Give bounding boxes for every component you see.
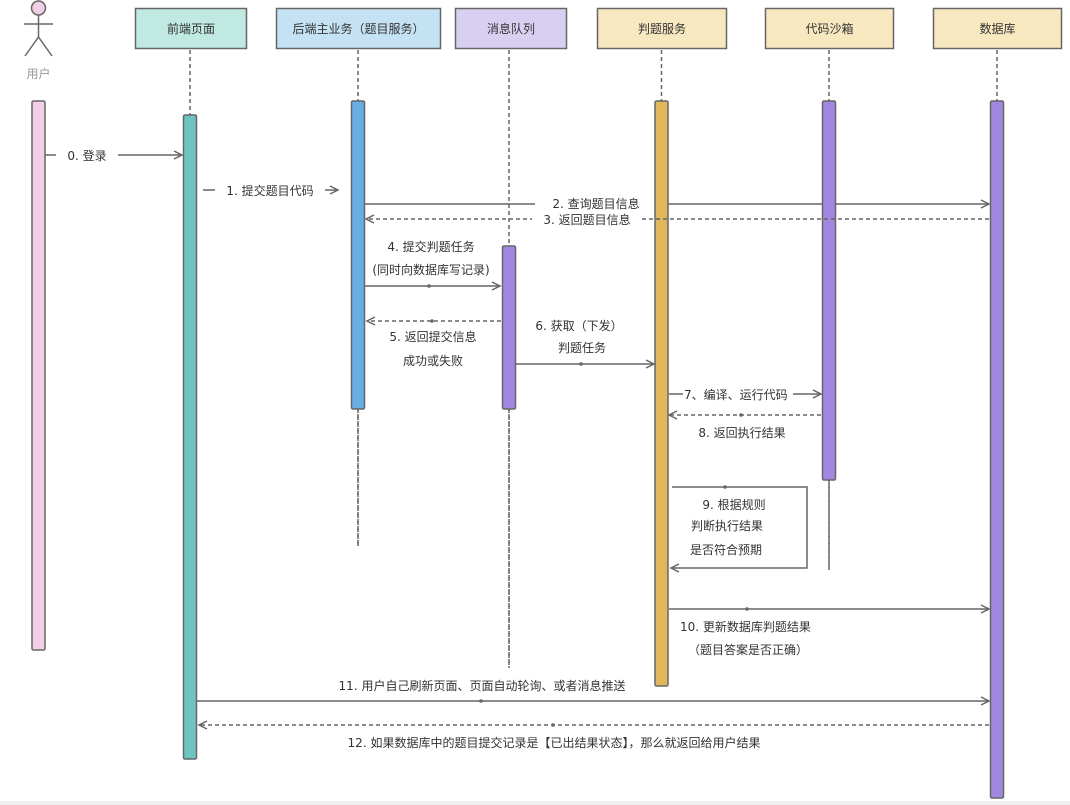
message-m11-labels: 11. 用户自己刷新页面、页面自动轮询、或者消息推送 <box>339 678 626 693</box>
participant-frontend: 前端页面 <box>134 7 248 50</box>
activation-bar-judge <box>654 100 669 687</box>
activation-bar-sandbox <box>821 100 837 481</box>
message-m3: 3. 返回题目信息 <box>364 212 989 227</box>
actor-leg-right <box>37 36 53 57</box>
waypoint-dot <box>723 485 727 489</box>
message-label: 判断执行结果 <box>691 518 763 533</box>
bottom-strip <box>0 801 1070 805</box>
arrowhead-icon <box>197 720 208 730</box>
message-m4 <box>365 281 502 291</box>
participant-box <box>932 7 1063 50</box>
message-label: (同时向数据库写记录) <box>372 262 489 277</box>
participant-box <box>596 7 728 50</box>
waypoint-dot <box>745 607 749 611</box>
waypoint-dot <box>551 723 555 727</box>
arrowhead-icon <box>645 359 656 369</box>
participant-label: 前端页面 <box>167 21 215 36</box>
arrowhead-icon <box>980 604 991 614</box>
message-label: 11. 用户自己刷新页面、页面自动轮询、或者消息推送 <box>339 678 626 693</box>
arrowhead-icon <box>365 316 376 326</box>
activation-bar-frontend <box>182 114 198 760</box>
message-label: 判题任务 <box>558 340 606 355</box>
participant-label: 后端主业务（题目服务） <box>292 21 424 36</box>
message-m1: 1. 提交题目代码 <box>203 183 340 198</box>
message-label: 10. 更新数据库判题结果 <box>680 619 811 634</box>
message-m6 <box>516 359 656 369</box>
message-m8-labels: 8. 返回执行结果 <box>698 426 785 440</box>
arrowhead-icon <box>173 150 184 160</box>
arrowhead-icon <box>669 563 680 573</box>
message-m2: 2. 查询题目信息 <box>365 196 991 211</box>
arrowhead-icon <box>980 696 991 706</box>
arrowhead-icon <box>364 214 375 224</box>
actor-leg-left <box>24 36 40 57</box>
message-m0: 0. 登录 <box>45 148 184 163</box>
participant-box <box>764 7 895 50</box>
message-m5 <box>365 316 501 326</box>
message-label: 3. 返回题目信息 <box>543 212 630 227</box>
participant-label: 判题服务 <box>638 21 686 36</box>
message-label: 2. 查询题目信息 <box>552 196 639 211</box>
waypoint-dot <box>479 699 483 703</box>
label-background <box>56 149 118 163</box>
arrowhead-icon <box>491 281 502 291</box>
participant-label: 代码沙箱 <box>805 21 853 36</box>
label-background <box>683 388 793 402</box>
participant-mq: 消息队列 <box>454 7 568 50</box>
message-label: 成功或失败 <box>403 353 463 368</box>
arrowhead-icon <box>329 185 340 195</box>
message-m4-labels: 4. 提交判题任务 (同时向数据库写记录) <box>372 239 489 277</box>
self-call-line <box>671 486 808 569</box>
label-background <box>532 213 642 227</box>
participant-box <box>454 7 568 50</box>
message-label: 7、编译、运行代码 <box>684 387 788 402</box>
participant-db: 数据库 <box>932 7 1063 50</box>
waypoint-dot <box>430 319 434 323</box>
arrowhead-icon <box>980 199 991 209</box>
label-background <box>535 197 657 211</box>
participant-judge: 判题服务 <box>596 7 728 50</box>
waypoint-dot <box>427 284 431 288</box>
label-background <box>215 184 325 198</box>
activation-bar-mq <box>501 245 517 410</box>
participant-box <box>275 7 442 50</box>
message-label: 0. 登录 <box>67 148 106 163</box>
actor-user: 用户 <box>24 0 53 81</box>
participant-backend: 后端主业务（题目服务） <box>275 7 442 50</box>
message-label: 是否符合预期 <box>690 542 762 557</box>
message-m10-labels: 10. 更新数据库判题结果 （题目答案是否正确） <box>680 619 811 657</box>
actor-label: 用户 <box>26 66 50 81</box>
arrowhead-icon <box>812 389 823 399</box>
participant-box <box>134 7 248 50</box>
actor-head-icon <box>30 0 47 16</box>
message-label: 6. 获取（下发） <box>535 318 622 333</box>
activation-bar-user <box>31 100 46 651</box>
participant-label: 数据库 <box>979 21 1015 36</box>
message-m7: 7、编译、运行代码 <box>669 387 823 402</box>
message-label: 12. 如果数据库中的题目提交记录是【已出结果状态】，那么就返回给用户结果 <box>348 735 761 750</box>
message-label: 9. 根据规则 <box>702 497 765 512</box>
activation-bar-db <box>989 100 1005 799</box>
message-label: （题目答案是否正确） <box>688 642 808 657</box>
message-m6-labels: 6. 获取（下发） 判题任务 <box>535 318 622 355</box>
message-label: 4. 提交判题任务 <box>387 239 474 254</box>
message-label: 8. 返回执行结果 <box>698 426 785 440</box>
message-m8 <box>667 410 821 420</box>
message-m12-labels: 12. 如果数据库中的题目提交记录是【已出结果状态】，那么就返回给用户结果 <box>348 735 761 750</box>
message-m10 <box>669 604 991 614</box>
participant-label: 消息队列 <box>487 21 535 36</box>
message-m11 <box>197 696 991 706</box>
message-label: 1. 提交题目代码 <box>226 183 313 198</box>
participant-sandbox: 代码沙箱 <box>764 7 895 50</box>
arrowhead-icon <box>667 410 678 420</box>
waypoint-dot <box>579 362 583 366</box>
waypoint-dot <box>739 413 743 417</box>
activation-bar-backend <box>350 100 366 410</box>
message-m12 <box>197 720 989 730</box>
message-label: 5. 返回提交信息 <box>389 329 476 344</box>
